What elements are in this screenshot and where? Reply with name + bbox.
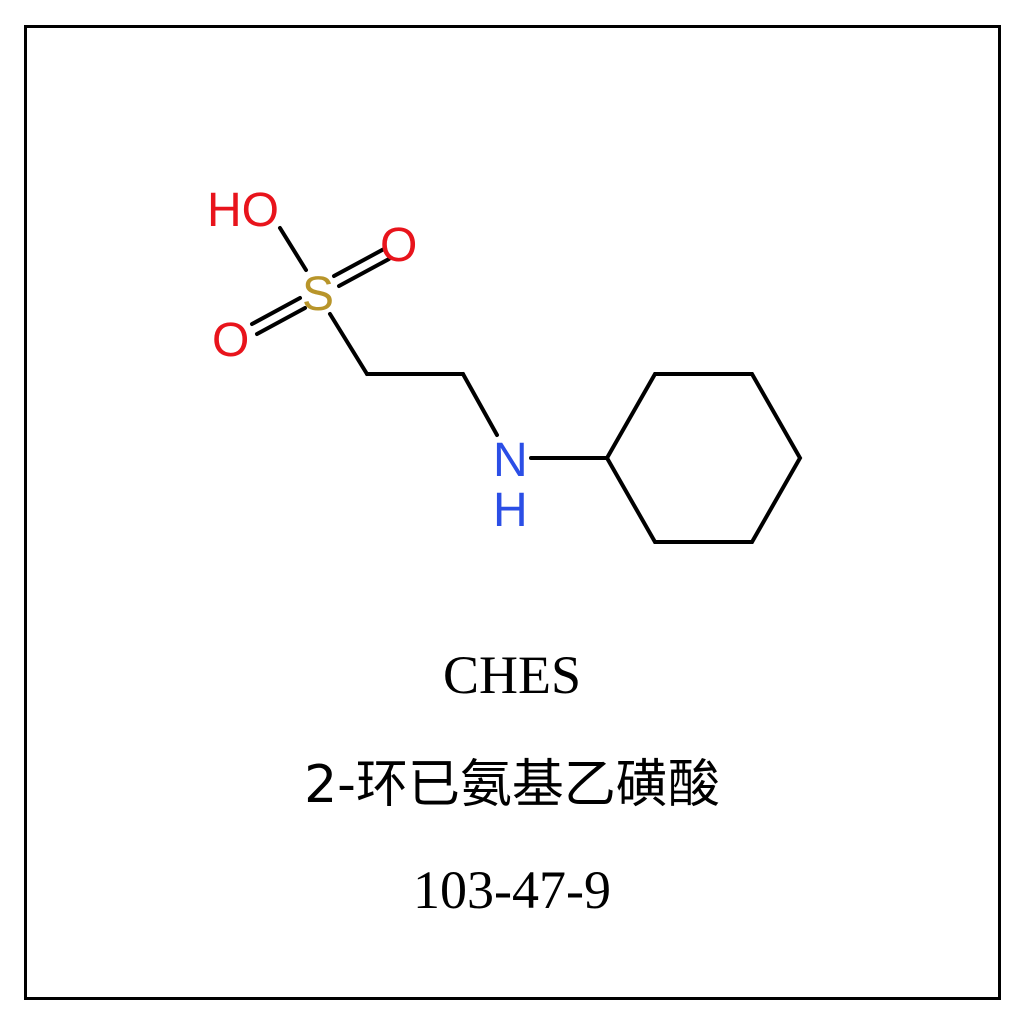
atom-oxygen-left: O (212, 314, 249, 367)
bonds (250, 226, 803, 544)
bond-s-o-left-1 (250, 296, 302, 326)
bond-s-c1 (328, 312, 369, 376)
bond-o-s (278, 226, 308, 272)
atom-amine-hydrogen: H (493, 484, 528, 537)
atom-labels: HO S O O N H (207, 184, 528, 537)
bond-s-o-right-2 (337, 257, 391, 288)
atom-oxygen-right: O (380, 219, 417, 272)
bond-s-o-right-1 (332, 247, 386, 278)
cyclohexane-ring (604, 372, 803, 544)
atom-nitrogen: N (493, 434, 528, 487)
compound-chinese-name: 2-环已氨基乙磺酸 (304, 755, 720, 815)
cas-number: 103-47-9 (413, 860, 611, 920)
atom-sulfur: S (302, 268, 334, 321)
atom-hydroxyl: HO (207, 184, 279, 237)
bond-c2-n (461, 372, 499, 437)
compound-abbreviation: CHES (442, 645, 582, 705)
bond-s-o-left-2 (255, 306, 307, 336)
figure-frame (24, 25, 1001, 1000)
